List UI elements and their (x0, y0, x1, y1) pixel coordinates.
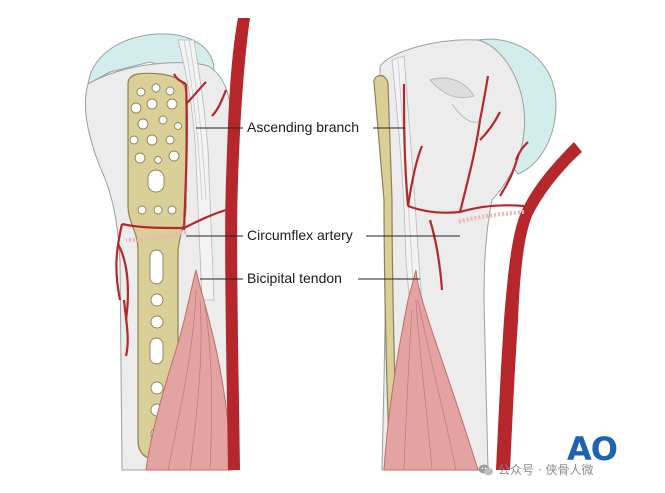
left-artery-branches (115, 73, 228, 357)
ao-logo: AO (567, 430, 618, 468)
right-axillary-artery (496, 142, 582, 470)
wechat-watermark: 公众号 · 侠骨人微 (478, 461, 593, 478)
right-deltoid-muscle (383, 269, 479, 471)
label-circumflex-artery: Circumflex artery (247, 227, 353, 243)
right-artery-branches (402, 75, 529, 291)
wechat-icon (478, 464, 493, 475)
left-tendon-strands (177, 39, 215, 301)
label-bicipital-tendon: Bicipital tendon (247, 270, 342, 286)
watermark-text: 公众号 · 侠骨人微 (498, 463, 594, 477)
right-humerus-view (373, 38, 582, 471)
right-circumflex-dashed (457, 210, 525, 224)
left-circumflex-dashed (125, 230, 187, 242)
left-deltoid-muscle (145, 269, 233, 471)
left-humerus-view (84, 18, 250, 471)
left-axillary-artery (225, 18, 250, 470)
label-ascending-branch: Ascending branch (247, 119, 360, 135)
leader-lines (186, 127, 460, 280)
